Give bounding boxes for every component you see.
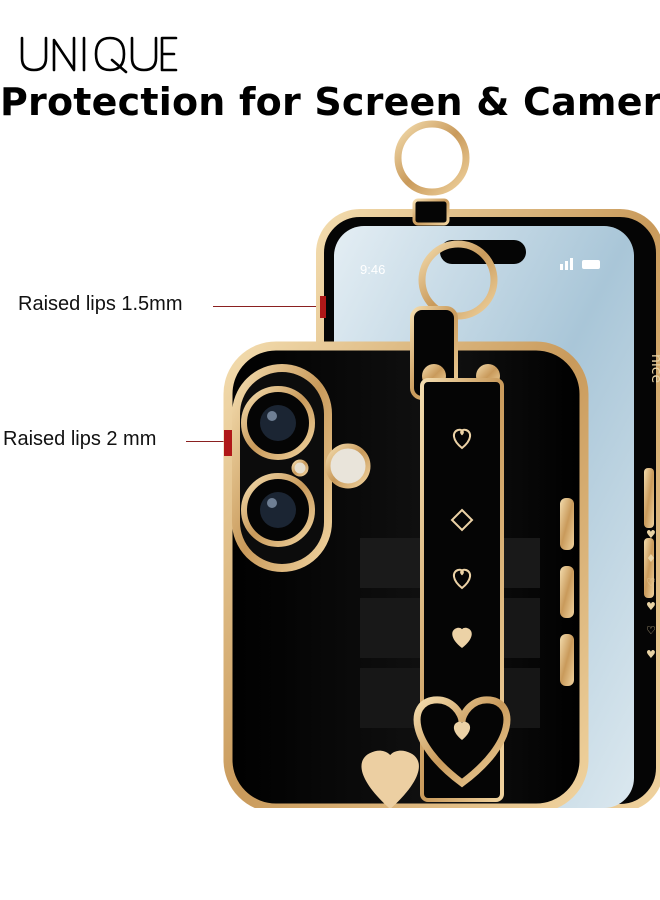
camera-module <box>232 364 371 572</box>
heart-pendant <box>413 696 511 788</box>
headline: Protection for Screen & Camera <box>0 80 660 124</box>
callout-raised-lips-camera: Raised lips 2 mm <box>3 428 157 450</box>
svg-text:♥: ♥ <box>646 600 656 613</box>
camera-flash <box>325 443 371 489</box>
top-ring <box>394 120 470 196</box>
svg-text:♥: ♥ <box>646 648 656 661</box>
status-icons <box>560 258 600 270</box>
side-button-volume-up <box>644 468 654 528</box>
svg-text:♦: ♦ <box>646 552 656 565</box>
status-time: 9:46 <box>360 262 385 277</box>
svg-text:♡: ♡ <box>646 576 656 589</box>
callout-raised-lips-screen: Raised lips 1.5mm <box>18 293 183 315</box>
strap-heart-charms <box>450 428 474 590</box>
callout-leader-line-camera <box>186 441 232 442</box>
wrist-strap <box>410 240 511 802</box>
side-engraving: nice <box>648 354 660 383</box>
phone-back-view <box>223 341 589 808</box>
svg-text:♡: ♡ <box>646 624 656 637</box>
side-heart-pattern: ♥ ♦ ♡ ♥ ♡ ♥ <box>646 528 656 661</box>
callout-leader-line-screen <box>213 306 325 307</box>
strap-ring <box>418 240 498 320</box>
side-button-volume-down <box>644 538 654 598</box>
phone-case-illustration: 9:46 nice ♥ ♦ ♡ ♥ ♡ ♥ <box>223 120 660 808</box>
brand-logo <box>20 36 178 74</box>
large-heart-decal <box>361 750 419 808</box>
svg-text:♥: ♥ <box>646 528 656 541</box>
